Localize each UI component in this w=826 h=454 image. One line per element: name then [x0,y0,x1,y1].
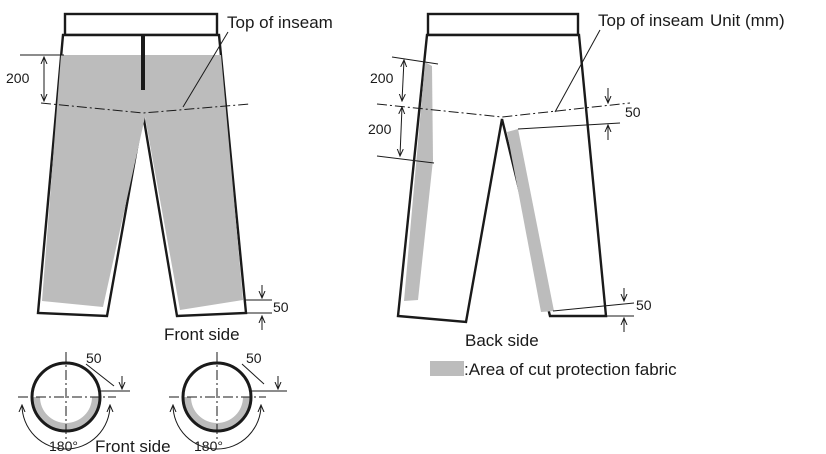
back-dim-200-a: 200 [370,70,394,86]
cross-left-leader [85,363,115,387]
back-dim-ext-bottom [376,155,435,164]
back-trousers: Top of inseam Unit (mm) 200 200 50 50 Ba… [368,11,785,350]
back-dim-hem-50: 50 [636,297,652,313]
cross-left-fabric [32,397,100,431]
cross-right-fabric [183,397,251,431]
back-dim-arrow-200-b [400,107,402,156]
front-dim-200: 200 [6,70,30,86]
cross-left-angle: 180° [49,438,78,454]
cross-right-dim-50: 50 [246,350,262,366]
front-dim-hem-50: 50 [273,299,289,315]
legend-text: :Area of cut protection fabric [464,360,677,379]
legend: :Area of cut protection fabric [430,360,677,379]
front-top-of-inseam-label: Top of inseam [227,13,333,32]
back-crotch-ext [517,122,621,130]
back-fabric-crotch [507,129,554,312]
legend-swatch [430,361,464,376]
front-inseam-leader [182,31,229,108]
back-dim-200-b: 200 [368,121,392,137]
unit-label: Unit (mm) [710,11,785,30]
back-fabric-left [404,62,433,301]
cross-left-dim-50: 50 [86,350,102,366]
back-dim-crotch-50: 50 [625,104,641,120]
front-waistband [63,12,219,37]
back-hem-ext-top [552,302,635,312]
cross-right-angle: 180° [194,438,223,454]
back-inseam-leader [554,29,601,113]
cross-right-arc [173,405,261,450]
back-top-of-inseam-label: Top of inseam [598,11,704,30]
back-waistband [426,12,580,37]
front-fabric-area [42,55,243,310]
cross-right-leader [241,363,265,385]
cross-section-right: 50 180° [169,350,287,454]
cross-left-arc [22,405,110,450]
back-side-label: Back side [465,331,539,350]
back-inseam-line [376,102,631,118]
back-dim-arrow-200-a [402,60,404,101]
cross-section-left: 50 180° [18,350,130,454]
front-trousers: Top of inseam 200 50 Front side [6,12,333,344]
back-dim-ext-top [391,56,439,65]
cross-front-side-label: Front side [95,437,171,454]
front-side-label: Front side [164,325,240,344]
